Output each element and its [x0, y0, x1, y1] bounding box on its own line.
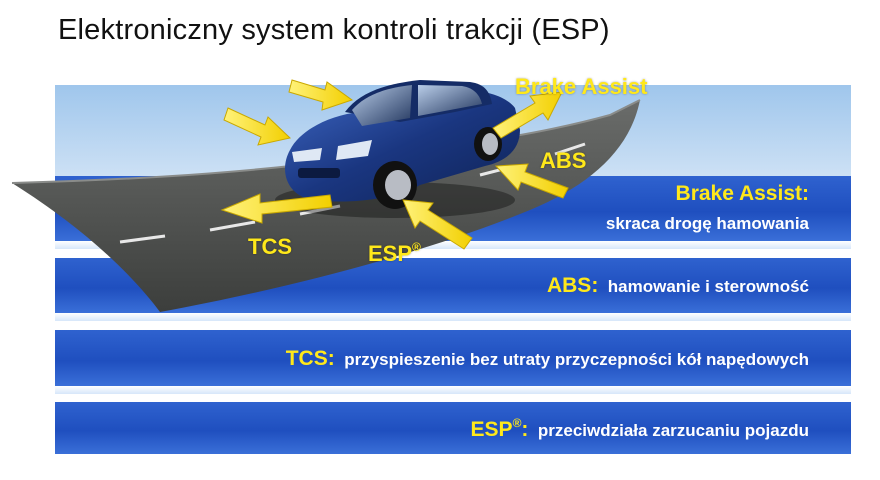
stripe-divider — [55, 241, 851, 249]
arrow-left-icon — [223, 107, 292, 146]
label-esp: ESP® — [368, 240, 421, 266]
band-key: TCS — [285, 347, 328, 370]
label-tcs: TCS — [248, 234, 292, 259]
band-abs-text: ABS: hamowanie i sterowność — [546, 274, 809, 297]
car-icon — [275, 80, 520, 218]
stripe-divider — [55, 386, 851, 394]
band-brake-assist-heading: Brake Assist: — [675, 182, 809, 205]
arrow-brake-assist-icon — [492, 91, 563, 139]
band-key: Brake Assist — [675, 182, 802, 205]
band-key: ABS — [546, 274, 592, 297]
band-tcs: TCS: przyspieszenie bez utraty przyczepn… — [55, 330, 851, 386]
band-desc: przeciwdziała zarzucaniu pojazdu — [537, 421, 809, 440]
slide-title: Elektroniczny system kontroli trakcji (E… — [58, 14, 610, 46]
arrow-icons — [220, 79, 569, 250]
label-brake-assist: Brake Assist — [515, 74, 648, 99]
band-esp: ESP®: przeciwdziała zarzucaniu pojazdu — [55, 402, 851, 454]
lane-markings — [119, 142, 586, 244]
band-tcs-text: TCS: przyspieszenie bez utraty przyczepn… — [285, 347, 809, 370]
arrow-top-icon — [288, 79, 354, 111]
label-abs: ABS — [540, 148, 587, 173]
band-desc: przyspieszenie bez utraty przyczepności … — [344, 350, 809, 369]
arrow-esp-icon — [402, 199, 473, 250]
stripe-divider — [55, 313, 851, 321]
arrow-tcs-icon — [220, 193, 333, 224]
band-esp-text: ESP®: przeciwdziała zarzucaniu pojazdu — [470, 416, 809, 441]
band-desc: skraca drogę hamowania — [605, 214, 809, 233]
band-key: ESP — [470, 418, 513, 441]
band-desc: hamowanie i sterowność — [607, 277, 809, 296]
arrow-abs-icon — [494, 163, 569, 199]
